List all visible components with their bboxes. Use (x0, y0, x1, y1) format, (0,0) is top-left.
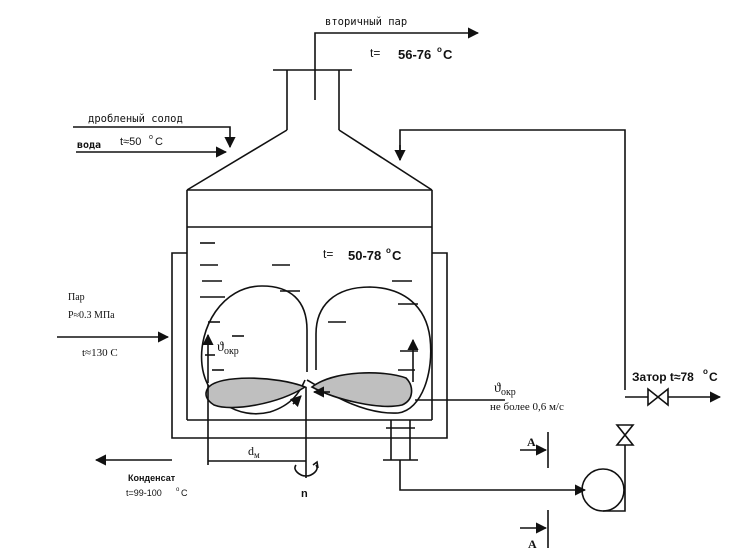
velocity-limit: не более 0,6 м/с (490, 401, 564, 413)
water-temp-degree: o (149, 134, 153, 141)
labels: вторичный пар t= 56-76 o C дробленый сол… (68, 16, 718, 551)
rotation-label: n (301, 488, 308, 500)
stirrer-shaft (294, 387, 319, 478)
condensate-label: Конденсат (128, 473, 176, 483)
section-mark-top (520, 432, 549, 468)
mash-temp-unit: C (392, 248, 402, 263)
velocity-arrows (202, 333, 505, 408)
water-temp-unit: C (155, 136, 163, 148)
mash-temp-value: 50-78 (348, 248, 381, 263)
condensate-degree: o (176, 487, 180, 493)
water-temp: t≈50 (120, 136, 141, 148)
water-label: вода (77, 140, 101, 151)
valve-vertical (615, 424, 635, 446)
steam-jacket (171, 252, 448, 439)
top-temp-degree: o (437, 45, 442, 54)
bottom-outlet (383, 420, 587, 496)
liquid-level-marks (200, 242, 418, 385)
section-a-top-label: А (527, 435, 536, 449)
mash-out-unit: C (709, 370, 718, 384)
mash-temp-degree: o (386, 246, 391, 255)
mash-out-degree: o (703, 367, 708, 376)
vessel-lid (186, 129, 433, 191)
top-temp-unit: C (443, 47, 453, 62)
vapour-outlet-pipe (273, 27, 480, 130)
secondary-steam-label: вторичный пар (325, 16, 407, 28)
diameter-dimension (207, 385, 306, 465)
circulation-loops (200, 285, 432, 415)
steam-pressure: P≈0.3 МПа (68, 310, 115, 321)
condensate-unit: C (181, 488, 188, 498)
stirrer-diameter-label: dм (248, 444, 260, 460)
stirrer-paddles (205, 372, 413, 409)
crushed-malt-label: дробленый солод (88, 113, 183, 125)
mash-temp-prefix: t= (323, 247, 333, 261)
mash-outlet-line (625, 387, 722, 407)
condensate-temp: t=99-100 (126, 488, 162, 498)
section-mark-bottom (520, 510, 549, 548)
top-temp-value: 56-76 (398, 47, 431, 62)
velocity-right-symbol: ϑокр (494, 381, 516, 398)
mash-out-label: Затор t≈78 (632, 370, 694, 384)
steam-temp: t≈130 C (82, 347, 118, 359)
velocity-left-symbol: ϑокр (217, 340, 239, 357)
top-temp-prefix: t= (370, 46, 380, 60)
malt-inlet (73, 126, 236, 149)
steam-label: Пар (68, 292, 85, 303)
section-a-bottom-label: А (528, 537, 537, 551)
recirculation-line (394, 129, 626, 475)
pump (581, 468, 626, 512)
